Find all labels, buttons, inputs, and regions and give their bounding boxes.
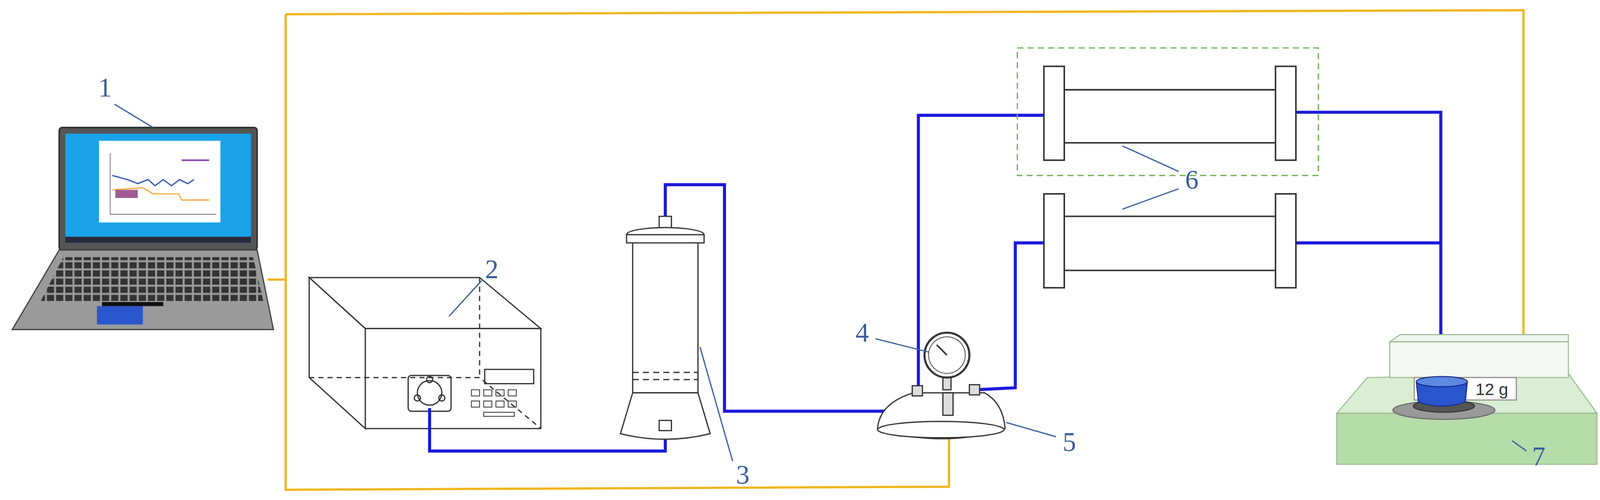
leader-lines-part [448,280,482,317]
pump-part-part [483,400,492,407]
pump-part [471,389,517,417]
intermediate-container-part [620,392,711,440]
pump-part [309,277,366,429]
callout-number: 7 [1532,442,1546,470]
pump-part [438,394,445,401]
laptop-part [65,236,251,243]
core-holders-part [1017,48,1319,176]
core-holders [1017,48,1319,288]
intermediate-container-part [632,236,698,393]
core-holders-part [1064,142,1276,144]
tubing-part [665,184,917,412]
intermediate-container-part [626,234,705,243]
pump-part [426,376,433,383]
pump-part-part [471,389,480,396]
balance-part [1336,413,1598,465]
core-holders-part [1043,193,1065,289]
pump-part [484,369,534,384]
tubing-part [918,115,1045,396]
laptop-part [112,175,194,187]
core-holders-part [1064,89,1276,91]
laptop-part [98,140,221,223]
laptop-part [115,189,138,198]
pump-part-part [495,400,504,407]
callout-number: 5 [1062,428,1076,456]
tubing [429,112,1441,451]
laptop-part [65,133,251,243]
pump-part-part [508,400,517,407]
leader-lines-part [1122,145,1179,172]
valve-and-gauge-part [924,332,970,378]
laptop-part [12,249,274,330]
core-holders-part [1064,269,1276,272]
laptop [12,127,274,330]
balance [1336,334,1598,465]
core-holders-part [1064,215,1276,217]
leader-lines-part [699,346,733,462]
leader-lines-part [1512,440,1527,451]
balance-part [1416,376,1468,388]
core-holders-part [1275,66,1296,161]
intermediate-container-part [632,371,698,373]
leader-lines-part [1006,422,1057,437]
pump-part-part [483,412,515,417]
intermediate-container [620,216,711,439]
balance-part [1336,373,1598,413]
laptop-part [59,127,258,250]
valve-and-gauge [877,332,1006,439]
pump-part [417,380,442,405]
pump-part [479,277,481,378]
leader-lines-part [114,103,153,128]
intermediate-container-part [659,420,672,431]
valve-and-gauge-part [969,384,980,395]
signal-wire-part [285,14,949,490]
pump-part-part [495,389,504,396]
valve-and-gauge-part [877,421,1005,438]
valve-and-gauge-part [942,392,954,416]
valve-and-gauge-part [877,392,1006,439]
pump [309,277,541,429]
laptop-part [181,159,210,161]
leader-lines-part [875,338,929,352]
pump-part-part [508,389,517,396]
balance-part [1389,334,1569,342]
valve-and-gauge-part [912,385,923,396]
callout-number: 1 [98,74,112,101]
balance-readout: 12 g [1475,380,1508,398]
tubing-part [1296,241,1442,244]
core-holders-part [1043,66,1065,161]
valve-and-gauge-part [936,344,948,356]
callout-number: 4 [855,319,870,346]
laptop-part [110,152,217,215]
callout-number: 2 [484,255,499,283]
callout-number: 6 [1185,166,1199,194]
laptop-part [112,187,210,200]
intermediate-container-part [659,216,672,229]
signal-wire-part [285,10,1524,342]
pump-part-part [471,400,480,407]
tubing-part [975,242,1044,390]
intermediate-container-part [632,379,698,381]
core-holders-part [1275,193,1296,289]
pump-part-part [483,389,492,396]
pump-part [365,328,541,429]
laptop-part [101,301,164,306]
leader-lines [114,103,1527,461]
valve-and-gauge-part [928,336,966,374]
pump-part [309,377,541,429]
laptop-part [40,256,263,301]
pump-part [408,375,452,412]
signal-wire [267,10,1524,490]
callout-number: 3 [736,461,750,488]
balance-part [1389,341,1569,378]
leader-lines-part [1122,188,1179,209]
pump-part [414,394,421,401]
signal-wire-part [267,278,286,282]
laptop-part [96,305,144,325]
